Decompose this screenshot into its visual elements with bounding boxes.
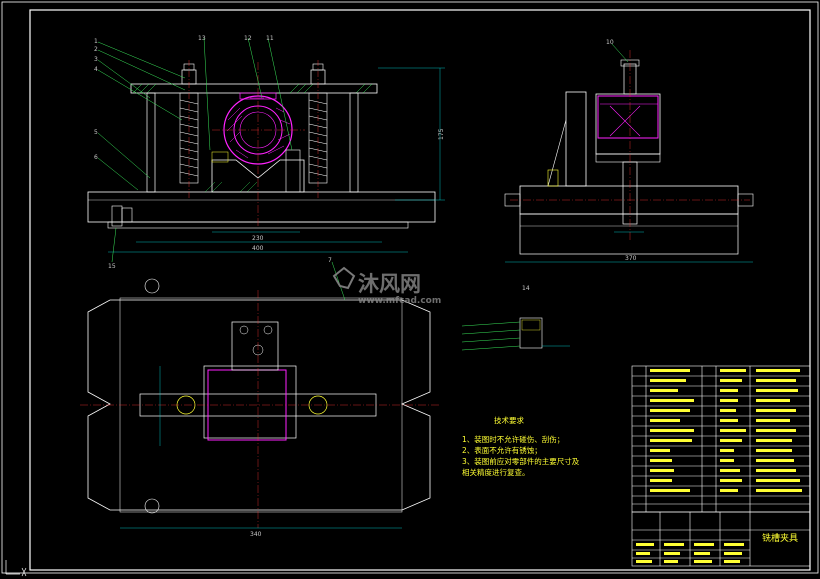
plan-balloon: 7 <box>328 257 332 264</box>
detail-view: 14 <box>461 285 570 351</box>
plan-view: 340 7 <box>80 257 440 538</box>
parts-list-entries <box>650 369 802 492</box>
svg-text:5: 5 <box>94 129 98 136</box>
svg-text:4: 4 <box>94 66 98 73</box>
tech-item-3: 3、装图前应对零部件的主要尺寸及 <box>462 456 580 466</box>
inner-frame <box>29 9 811 571</box>
svg-text:6: 6 <box>94 154 98 161</box>
svg-text:11: 11 <box>266 35 274 42</box>
watermark: 沐风网 www.mfcad.com <box>332 266 441 306</box>
detail-balloon: 14 <box>522 285 530 292</box>
front-balloons: 1 2 3 4 5 6 13 12 11 15 <box>94 35 274 270</box>
tech-item-2: 2、表面不允许有锈蚀； <box>462 445 542 455</box>
ucs-axis-icon <box>5 560 27 577</box>
watermark-brand: 沐风网 <box>358 272 421 296</box>
tech-heading: 技术要求 <box>494 415 524 425</box>
svg-text:2: 2 <box>94 46 98 53</box>
title-block <box>631 511 811 567</box>
dim-front-height: 175 <box>438 128 445 140</box>
side-workpiece <box>597 95 659 139</box>
technical-requirements: 技术要求 1、装图时不允许碰伤、刮伤； 2、表面不允许有锈蚀； 3、装图前应对零… <box>462 415 580 477</box>
tech-item-1: 1、装图时不允许碰伤、刮伤； <box>462 434 564 444</box>
title-block-fill <box>636 543 744 563</box>
side-view: 370 10 <box>504 39 754 263</box>
svg-text:1: 1 <box>94 38 98 45</box>
dim-plan-width: 340 <box>250 531 262 538</box>
tech-item-4: 相关精度进行复查。 <box>462 467 530 477</box>
svg-text:3: 3 <box>94 56 98 63</box>
dim-front-inner: 230 <box>252 235 264 242</box>
svg-text:15: 15 <box>108 263 116 270</box>
svg-text:12: 12 <box>244 35 252 42</box>
side-balloon: 10 <box>606 39 614 46</box>
front-view: 175 230 400 1 2 3 4 5 6 13 12 11 15 <box>87 35 445 270</box>
dim-side-width: 370 <box>625 255 637 262</box>
svg-text:13: 13 <box>198 35 206 42</box>
watermark-url: www.mfcad.com <box>358 296 441 306</box>
brand-logo-icon <box>332 266 356 290</box>
drawing-title: 铣槽夹具 <box>762 532 798 544</box>
dim-front-overall: 400 <box>252 245 264 252</box>
